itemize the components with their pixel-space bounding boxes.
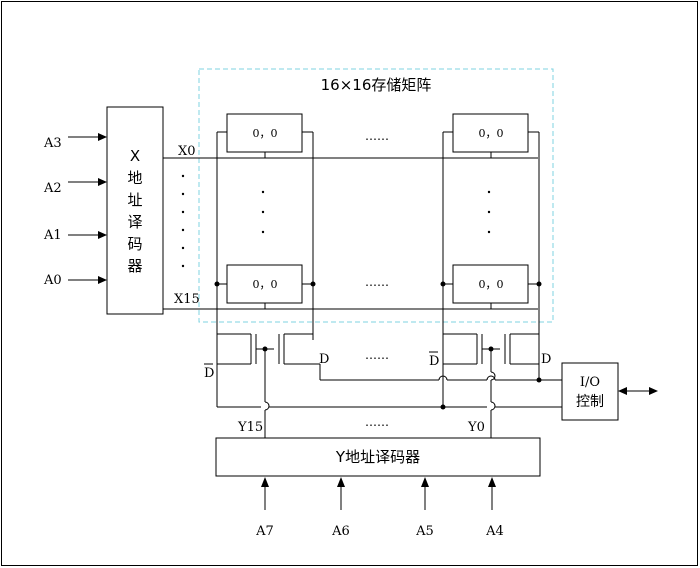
y-decoder-inputs: A7 A6 A5 A4 — [255, 477, 504, 539]
memory-cell: 0，0 — [217, 113, 313, 158]
bidirectional-arrow-icon — [618, 387, 658, 395]
y-output-label-y15: Y15 — [237, 420, 263, 435]
io-control-label-bottom: 控制 — [576, 394, 604, 410]
matrix-ellipsis-top: …… — [365, 129, 389, 143]
x-output-label-x0: X0 — [178, 144, 196, 159]
x-decoder-label-line: 址 — [127, 191, 142, 209]
data-bus-d — [320, 375, 562, 383]
bitline-label-d-bar: D — [429, 351, 439, 369]
x-decoder-label-line: X — [130, 147, 140, 165]
data-bus-d-bar — [217, 404, 562, 410]
column-vertical-ellipsis — [261, 190, 491, 234]
bitline-label-d: D — [319, 352, 329, 367]
input-label-a3: A3 — [43, 136, 62, 151]
cell-label: 0，0 — [479, 278, 504, 291]
x-decoder-label-line: 码 — [127, 235, 142, 253]
column-select-transistors-right — [443, 333, 539, 438]
input-label-a6: A6 — [331, 524, 350, 539]
y-address-decoder — [215, 437, 541, 477]
io-control-label-top: I/O — [580, 375, 600, 390]
svg-text:D: D — [204, 366, 214, 381]
bitline-label-d: D — [541, 352, 551, 367]
bitline-label-d-bar: D — [204, 363, 214, 381]
cell-label: 0，0 — [479, 127, 504, 140]
memory-cell: 0，0 — [443, 113, 539, 158]
svg-text:D: D — [429, 354, 439, 369]
memory-cell: 0，0 — [443, 264, 539, 309]
x-address-decoder — [106, 106, 164, 315]
input-label-a4: A4 — [485, 524, 504, 539]
storage-matrix-title: 16×16存储矩阵 — [321, 76, 432, 94]
input-label-a1: A1 — [43, 228, 62, 243]
bit-line-junctions — [214, 281, 542, 287]
input-label-a7: A7 — [255, 524, 274, 539]
x-decoder-label-line: 器 — [127, 257, 142, 275]
input-label-a0: A0 — [43, 273, 62, 288]
y-output-label-y0: Y0 — [467, 420, 485, 435]
x-vertical-ellipsis — [181, 174, 185, 268]
y-decoder-label: Y地址译码器 — [335, 448, 420, 466]
storage-matrix-border — [198, 68, 554, 323]
memory-cells: 0，0 0，0 0，0 0，0 — [217, 113, 539, 309]
matrix-ellipsis-transistors: …… — [365, 348, 389, 362]
io-control-block — [561, 362, 619, 421]
x-decoder-label-line: 译 — [127, 213, 142, 231]
input-label-a2: A2 — [43, 181, 62, 196]
column-select-transistors-left — [217, 333, 321, 438]
input-label-a5: A5 — [415, 524, 434, 539]
x-decoder-label: X 地 址 译 码 器 — [127, 147, 142, 275]
bit-lines — [216, 132, 540, 407]
matrix-ellipsis-y-lines: …… — [365, 415, 389, 429]
memory-cell: 0，0 — [217, 264, 313, 309]
x-output-label-x15: X15 — [174, 292, 200, 307]
cell-label: 0，0 — [253, 127, 278, 140]
x-decoder-label-line: 地 — [127, 169, 142, 187]
matrix-ellipsis-bottom: …… — [365, 275, 389, 289]
x-decoder-inputs: A3 A2 A1 A0 — [43, 133, 107, 288]
cell-label: 0，0 — [253, 278, 278, 291]
